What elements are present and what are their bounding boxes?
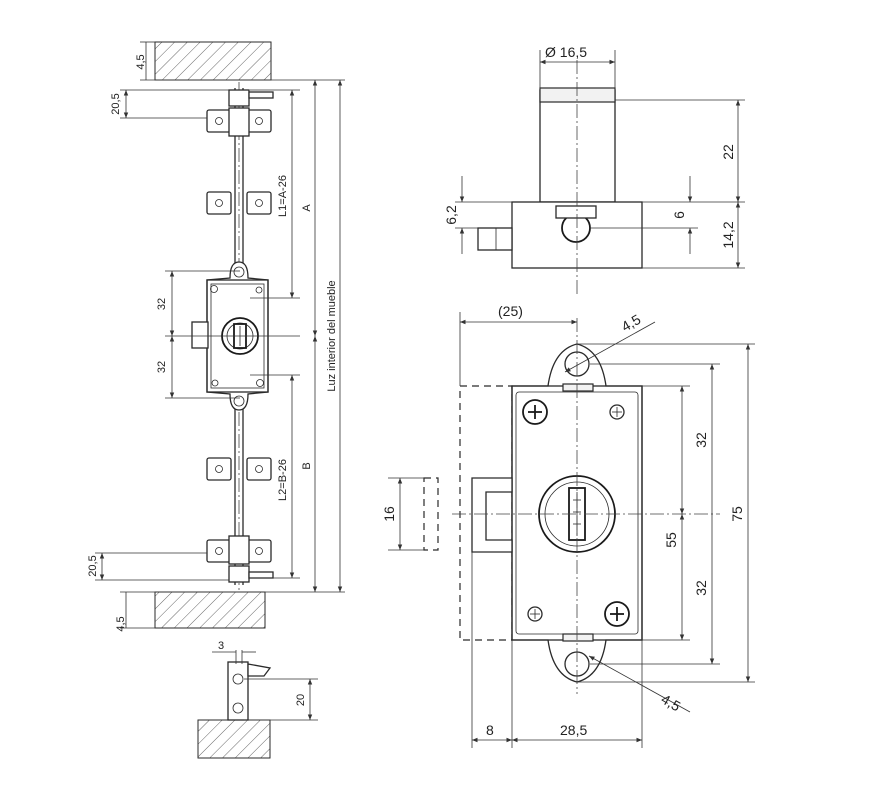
- detail-dim-height: 20: [295, 694, 307, 706]
- dim-top-offset: 20,5: [110, 93, 122, 114]
- front-view: (25) 4,5 4,5 32 32 55 75 16 8 28,5: [381, 303, 755, 748]
- dim-bolt: 16: [381, 506, 397, 522]
- dim-front-left: 8: [486, 722, 494, 738]
- detail-dim-width: 3: [218, 640, 224, 652]
- dim-upper-half: 32: [156, 298, 168, 310]
- top-view: Ø 16,5 22 14,2 6 6,2: [443, 44, 745, 294]
- dim-b: B: [301, 462, 313, 469]
- screw-top-left: [522, 399, 548, 425]
- dim-bottom-gap: 4,5: [115, 616, 127, 631]
- cabinet-top-section: [154, 41, 272, 81]
- dim-front-total: 75: [729, 506, 745, 522]
- bottom-detail-view: 3 20: [197, 640, 318, 759]
- dim-top-gap: 4,5: [135, 54, 147, 69]
- cylinder-body: [539, 89, 616, 203]
- dim-hole-top: 4,5: [619, 311, 644, 335]
- dim-hole-bottom: 4,5: [659, 691, 684, 715]
- dim-top-center: 6: [671, 211, 687, 219]
- pin-top-right: [609, 404, 625, 420]
- dim-front-lower: 32: [693, 580, 709, 596]
- bottom-guide: [206, 535, 272, 565]
- dim-front-center: 55: [663, 532, 679, 548]
- left-elevation-view: 4,5 20,5 32 32 L1=A-26 A L2=B-26 B Luz i…: [87, 41, 345, 632]
- dim-bottom-offset: 20,5: [87, 555, 99, 576]
- dim-l1: L1=A-26: [277, 175, 289, 217]
- top-guide: [206, 107, 272, 137]
- dim-front-upper: 32: [693, 432, 709, 448]
- dim-front-width: 28,5: [560, 722, 587, 738]
- dim-body: 14,2: [720, 221, 736, 248]
- dim-total-interior: Luz interior del mueble: [326, 280, 338, 391]
- dim-offset: (25): [498, 303, 523, 319]
- dim-l2: L2=B-26: [277, 459, 289, 501]
- top-rod-end: [228, 89, 250, 107]
- lower-guide: [206, 457, 272, 481]
- lock-bolt: [191, 321, 209, 349]
- dim-lower-half: 32: [156, 361, 168, 373]
- dim-a: A: [301, 204, 313, 212]
- cabinet-bottom-section: [154, 591, 266, 629]
- screw-bottom-right: [604, 601, 630, 627]
- bottom-rod-end: [228, 565, 250, 583]
- dim-top-left: 6,2: [443, 205, 459, 225]
- detail-cabinet-section: [197, 719, 271, 759]
- dim-cylinder: 22: [720, 144, 736, 160]
- pin-bottom-left: [527, 606, 543, 622]
- front-bolt: [471, 477, 513, 553]
- dim-diameter: Ø 16,5: [545, 44, 587, 60]
- dashed-strike-outline: [459, 385, 513, 641]
- upper-guide: [206, 191, 272, 215]
